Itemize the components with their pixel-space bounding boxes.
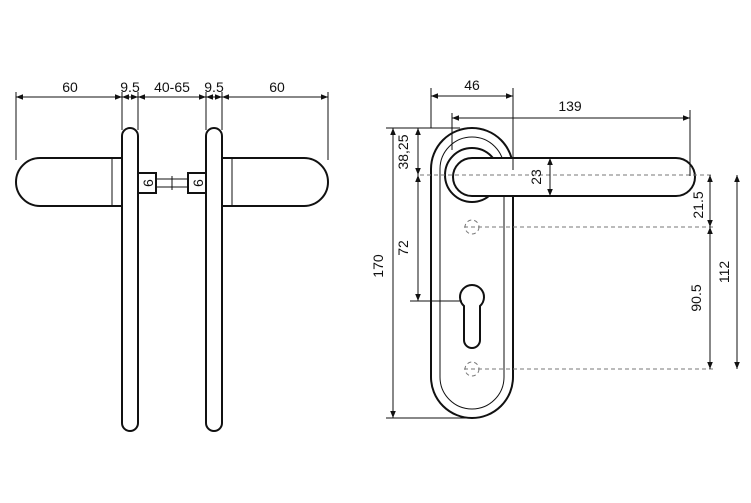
dim-lever-height-label: 23: [528, 169, 544, 185]
keyhole: [459, 284, 485, 349]
dim-lever-to-cylinder-label: 72: [395, 240, 411, 256]
side-view-extension-lines: [15, 92, 329, 160]
dim-lever-to-bottom-screw-label: 112: [716, 261, 732, 284]
spindle: [137, 172, 207, 194]
front-view: 46 139 38,25 72 170 23 21.5 90.5 112: [370, 77, 740, 419]
front-backplate-outer: [430, 127, 514, 419]
dim-lever-length-label: 139: [558, 98, 582, 114]
lever-front: [452, 157, 696, 197]
right-lever-side: [222, 157, 329, 207]
dim-lever-rose-width-label: 46: [464, 77, 480, 93]
dim-lever-to-screw-label: 21.5: [690, 191, 706, 218]
dim-screw-to-screw-label: 90.5: [688, 284, 704, 311]
dim-top-to-lever-axis-label: 38,25: [395, 134, 411, 169]
front-backplate-inner: [439, 136, 505, 410]
dim-door-thickness-label: 40-65: [154, 79, 190, 95]
dim-total-height-label: 170: [370, 254, 386, 278]
dim-right-lever-label: 60: [269, 79, 285, 95]
dim-left-plate-label: 9.5: [120, 79, 140, 95]
spindle-label-right: 9: [190, 179, 206, 187]
front-view-dimension-lines: [390, 93, 740, 418]
side-view: 60 9.5 40-65 9.5 60 9 9: [15, 79, 329, 432]
right-backplate-side: [205, 127, 223, 432]
spindle-label-left: 9: [140, 179, 156, 187]
dim-left-lever-label: 60: [62, 79, 78, 95]
front-view-reference-lines: [386, 88, 714, 419]
left-lever-side: [15, 157, 122, 207]
left-backplate-side: [121, 127, 139, 432]
dim-right-plate-label: 9.5: [204, 79, 224, 95]
